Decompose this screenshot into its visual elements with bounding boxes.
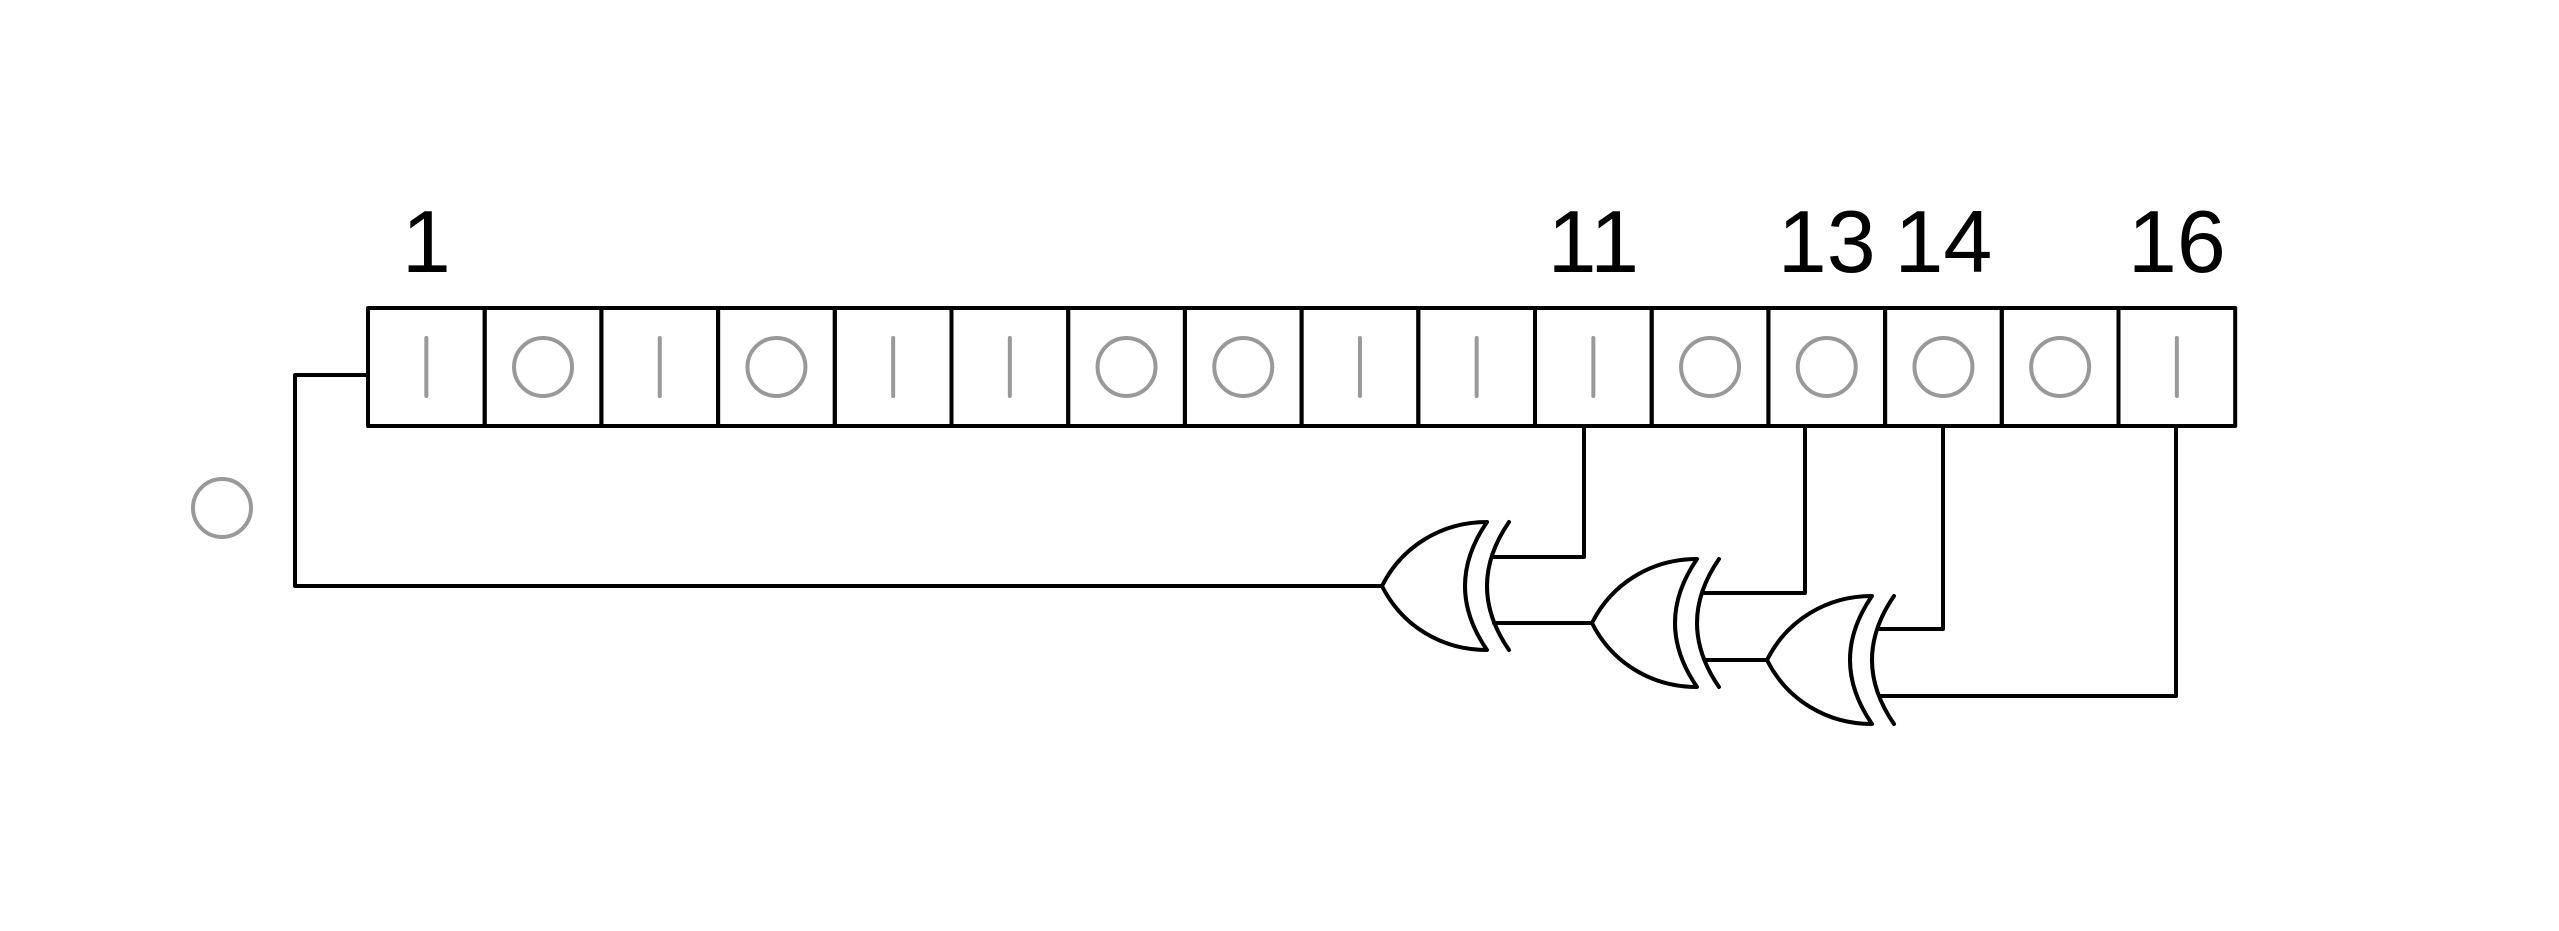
bit-zero-2 xyxy=(512,336,575,398)
register-cell-4 xyxy=(716,306,837,428)
wire-tap-16 xyxy=(1878,424,2178,698)
bit-zero-8 xyxy=(1212,336,1275,398)
feedback-wires xyxy=(293,373,2178,698)
xor-gates xyxy=(1380,520,1896,726)
tap-label-11: 11 xyxy=(1547,192,1640,291)
wire-tap-14 xyxy=(1878,424,1945,631)
bit-zero-7 xyxy=(1095,336,1158,398)
tap-label-1: 1 xyxy=(401,192,451,291)
output-bit-zero xyxy=(191,477,253,539)
bit-zero-14 xyxy=(1912,336,1975,398)
xor-gate-3 xyxy=(1765,594,1874,726)
xor-gate-2 xyxy=(1590,557,1699,689)
xor-gate-1-input-arc xyxy=(1485,520,1511,652)
register-cell-12 xyxy=(1649,306,1771,428)
bit-zero-12 xyxy=(1679,336,1742,398)
register-cell-8 xyxy=(1182,306,1304,428)
shift-register xyxy=(366,306,2238,428)
wire-feedback-return xyxy=(293,373,1384,588)
tap-label-14: 14 xyxy=(1894,192,1993,291)
bit-zero-13 xyxy=(1795,336,1858,398)
tap-label-16: 16 xyxy=(2127,192,2226,291)
xor-gate-1 xyxy=(1380,520,1489,652)
wire-tap-11 xyxy=(1490,424,1586,559)
tap-label-13: 13 xyxy=(1777,192,1876,291)
xor-gate-2-input-arc xyxy=(1695,557,1721,689)
register-cell-13 xyxy=(1766,306,1888,428)
xor-gate-3-input-arc xyxy=(1870,594,1896,726)
bit-zero-15 xyxy=(2029,336,2092,398)
register-cell-2 xyxy=(482,306,604,428)
bit-zero-4 xyxy=(745,336,808,398)
register-cell-7 xyxy=(1066,306,1187,428)
register-cell-14 xyxy=(1883,306,2004,428)
wire-tap-13 xyxy=(1702,424,1807,595)
register-cell-15 xyxy=(1999,306,2121,428)
